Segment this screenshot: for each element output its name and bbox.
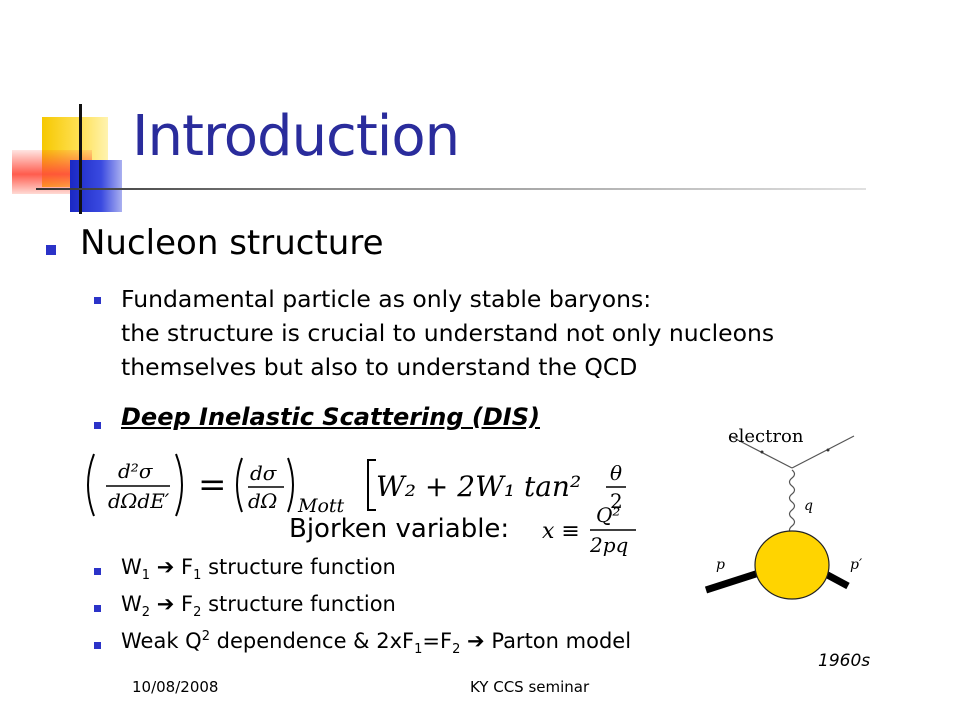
- title-underline: [36, 188, 866, 190]
- arrow-right-icon: ➔: [156, 592, 175, 616]
- bullet-icon: [94, 422, 101, 429]
- bullet-icon: [94, 297, 101, 304]
- footer-date: 10/08/2008: [132, 678, 219, 696]
- bullet-icon: [94, 605, 101, 612]
- arrow-right-icon: ➔: [156, 555, 175, 579]
- intro-line-3: themselves but also to understand the QC…: [121, 353, 638, 381]
- q-label: q: [804, 498, 813, 514]
- bjorken-formula: x ≡ Q² 2pq: [542, 503, 636, 557]
- p-prime-label: p′: [850, 557, 863, 573]
- incoming-proton-line: [704, 568, 764, 594]
- dis-heading: Deep Inelastic Scattering (DIS): [121, 403, 540, 431]
- theta-denominator: 2: [610, 489, 623, 513]
- slide-title: Introduction: [132, 104, 460, 169]
- bullet-icon: [46, 245, 56, 255]
- bjorken-lhs: x ≡: [542, 519, 580, 544]
- bjorken-label: Bjorken variable:: [289, 514, 510, 544]
- year-caption: 1960s: [818, 651, 871, 671]
- lhs-denominator: dΩdE′: [108, 489, 170, 513]
- equals-sign: =: [198, 465, 227, 505]
- structure-item-w2: W2 ➔ F2 structure function: [121, 592, 396, 621]
- weak-q-dependence: Weak Q2 dependence & 2xF1=F2 ➔ Parton mo…: [121, 629, 632, 658]
- mott-numerator: dσ: [250, 461, 278, 485]
- bjorken-denominator: 2pq: [589, 533, 628, 557]
- proton-blob: [754, 530, 830, 600]
- section-heading: Nucleon structure: [80, 223, 384, 263]
- electron-label: electron: [728, 426, 804, 447]
- intro-line-1: Fundamental particle as only stable bary…: [121, 285, 652, 313]
- theta-numerator: θ: [610, 461, 622, 485]
- footer-title: KY CCS seminar: [470, 678, 590, 696]
- bullet-icon: [94, 568, 101, 575]
- structure-item-w1: W1 ➔ F1 structure function: [121, 555, 396, 584]
- intro-line-2: the structure is crucial to understand n…: [121, 319, 775, 347]
- outgoing-electron-line: [791, 435, 855, 469]
- lhs-numerator: d²σ: [118, 459, 154, 483]
- decor-vertical-line: [79, 104, 82, 214]
- dis-feynman-diagram: [704, 435, 855, 600]
- cross-section-equation: d²σ dΩdE′ = dσ dΩ Mott W₂ + 2W₁ tan² θ 2: [87, 453, 626, 517]
- arrow-right-icon: ➔: [467, 629, 485, 653]
- p-label: p: [716, 557, 725, 573]
- mott-denominator: dΩ: [248, 489, 277, 513]
- mott-subscript: Mott: [297, 495, 345, 517]
- bullet-icon: [94, 642, 101, 649]
- bracket-content: W₂ + 2W₁ tan²: [376, 470, 581, 503]
- bjorken-numerator: Q²: [596, 503, 620, 527]
- decor-blue-block: [70, 160, 122, 212]
